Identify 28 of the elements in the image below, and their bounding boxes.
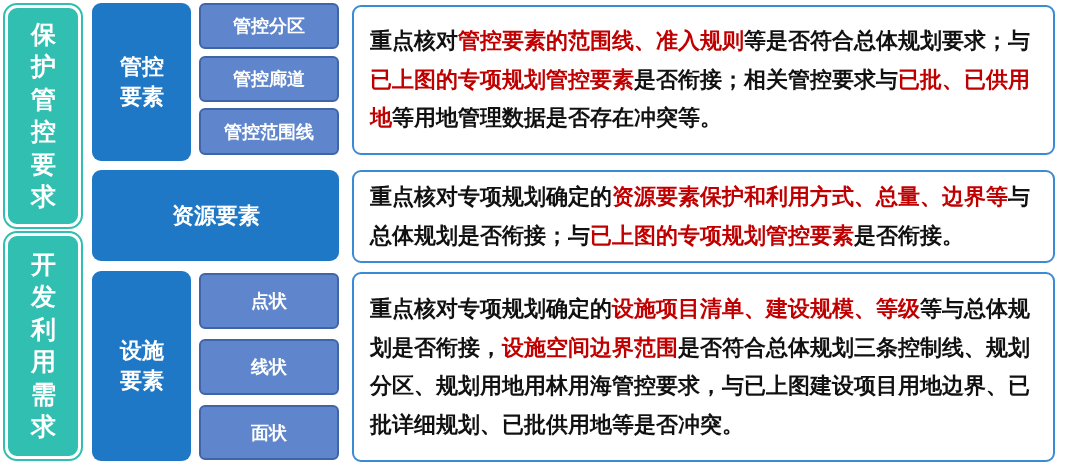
subtype-label: 管控分区 bbox=[233, 14, 305, 38]
description-text: 重点核对专项规划确定的资源要素保护和利用方式、总量、边界等与总体规划是否衔接；与已上图的专项规划管控要素是否衔接。 bbox=[370, 183, 1031, 250]
description-panel bbox=[352, 272, 1055, 462]
subtype-box bbox=[199, 273, 339, 329]
category-box bbox=[5, 5, 81, 227]
description-text: 重点核对专项规划确定的设施项目清单、建设规模、等级等与总体规划是否衔接，设施空间边界范围是否符合总体规划三条控制线、规划分区、规划用地用林用海管控要求，与已上图建设项目用地边界、已批详细规划、已批供用地等是否冲突。 bbox=[370, 295, 1031, 439]
subtype-label: 点状 bbox=[251, 289, 287, 313]
description-text: 重点核对管控要素的范围线、准入规则等是否符合总体规划要求；与已上图的专项规划管控要素是否衔接；相关管控要求与已批、已供用地等用地管理数据是否存在冲突等。 bbox=[370, 27, 1031, 133]
subtype-label: 管控廊道 bbox=[233, 67, 305, 91]
subtype-box bbox=[199, 405, 339, 460]
description-panel bbox=[352, 5, 1055, 155]
subtype-box bbox=[199, 108, 339, 155]
element-box bbox=[92, 271, 191, 461]
subtype-label: 管控范围线 bbox=[224, 119, 314, 144]
subtype-label: 线状 bbox=[251, 355, 287, 379]
element-box bbox=[92, 170, 339, 261]
category-label: 开发利用需求 bbox=[30, 248, 56, 443]
subtype-label: 面状 bbox=[251, 420, 287, 445]
subtype-box bbox=[199, 56, 339, 102]
category-box bbox=[5, 233, 81, 459]
element-label: 管控要素 bbox=[119, 53, 164, 111]
description-panel bbox=[352, 170, 1055, 263]
element-box bbox=[92, 3, 191, 161]
subtype-box bbox=[199, 3, 339, 49]
subtype-box bbox=[199, 339, 339, 395]
category-label: 保护管控要求 bbox=[30, 18, 56, 213]
element-label: 资源要素 bbox=[171, 201, 260, 230]
element-label: 设施要素 bbox=[119, 337, 164, 395]
